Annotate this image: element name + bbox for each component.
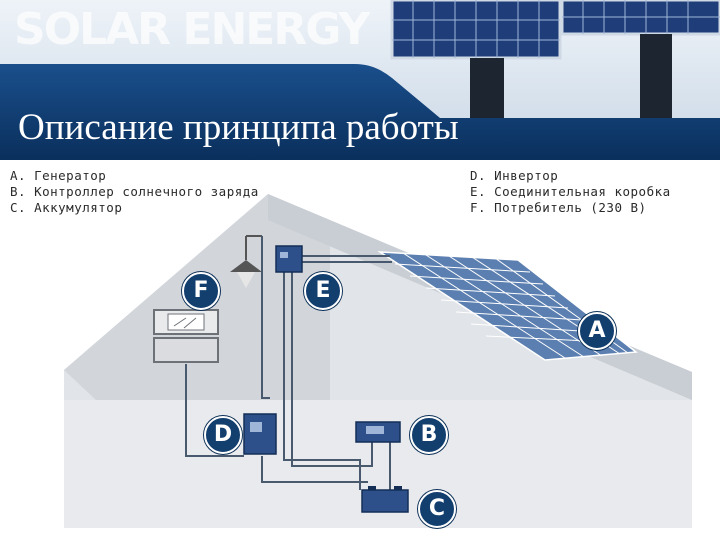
badge-c: C <box>418 490 456 528</box>
legend-item-a: A. Генератор <box>10 168 107 183</box>
badge-b: B <box>410 416 448 454</box>
battery <box>361 486 409 513</box>
header-background <box>0 0 720 160</box>
junction-box <box>275 245 303 273</box>
wiring <box>185 236 392 490</box>
inverter <box>243 413 277 455</box>
badge-d: D <box>204 416 242 454</box>
charge-controller <box>355 421 401 443</box>
brand-logo: SOLAR ENERGY <box>14 4 370 55</box>
badge-e: E <box>304 272 342 310</box>
badge-a: A <box>578 312 616 350</box>
legend-right: D. Инвертор E. Соединительная коробка F.… <box>470 168 671 216</box>
lamp <box>230 235 262 288</box>
legend-item-f: F. Потребитель (230 В) <box>470 200 647 215</box>
solar-system-diagram: A. Генератор B. Контроллер солнечного за… <box>0 160 720 540</box>
legend-item-e: E. Соединительная коробка <box>470 184 671 199</box>
page-title: Описание принципа работы <box>18 107 459 148</box>
consumer-appliance <box>153 309 219 363</box>
house-illustration <box>64 194 692 528</box>
legend-item-d: D. Инвертор <box>470 168 559 183</box>
photo-solar-panel-right <box>560 0 720 36</box>
badge-f: F <box>182 272 220 310</box>
legend-left: A. Генератор B. Контроллер солнечного за… <box>10 168 259 216</box>
header: SOLAR ENERGY Описание принципа работы <box>0 0 720 160</box>
legend-item-c: C. Аккумулятор <box>10 200 123 215</box>
photo-solar-panel-left <box>390 0 562 60</box>
legend-item-b: B. Контроллер солнечного заряда <box>10 184 259 199</box>
